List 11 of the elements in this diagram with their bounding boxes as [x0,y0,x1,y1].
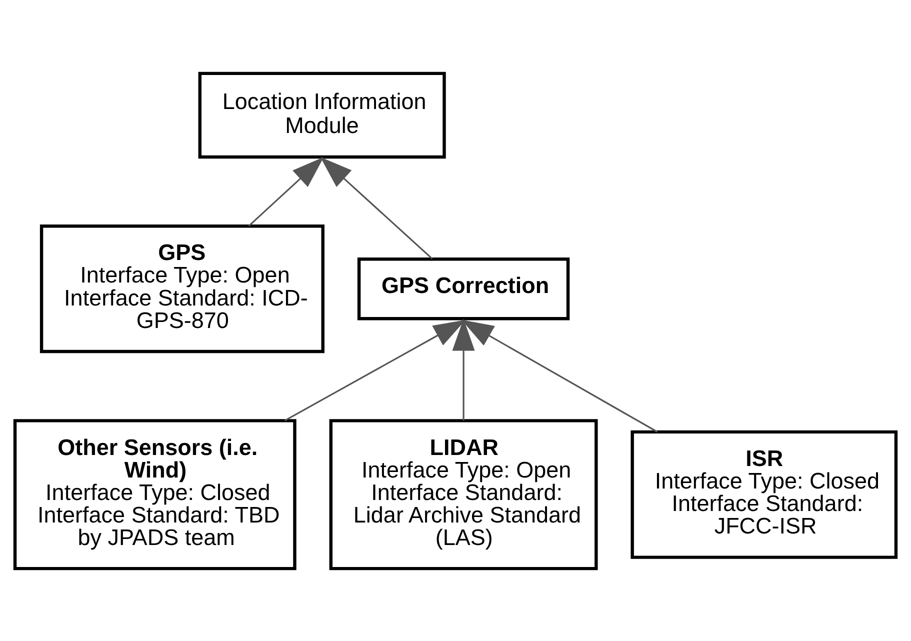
node-box: Other Sensors (i.e. Wind) Interface Type: Closed Interface Standard: TBD by JPADS team [13,418,296,570]
arrow [461,319,658,432]
node-box: ISR Interface Type: Closed Interface Standard: JFCC-ISR [630,430,898,558]
arrow [284,319,466,421]
node-box: GPS Interface Type: Open Interface Standard: ICD-GPS-870 [40,224,324,353]
arrow [320,156,433,259]
arrow [248,156,324,226]
node-box: LIDAR Interface Type: Open Interface Standard: Lidar Archive Standard (LAS) [329,418,598,570]
arrow [452,318,475,420]
node-box: GPS Correction [357,257,570,320]
node-box: Location Information Module [198,71,446,158]
